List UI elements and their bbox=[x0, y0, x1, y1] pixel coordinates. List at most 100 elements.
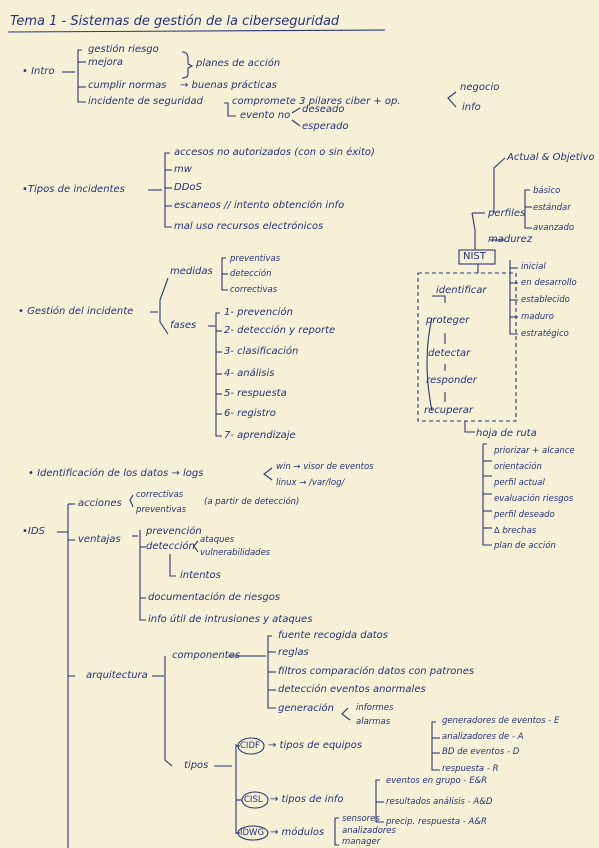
intro-item: cumplir normas bbox=[88, 80, 167, 91]
ident-label: • Identificación de los datos → logs bbox=[28, 468, 204, 479]
gestion-medidas: medidas bbox=[170, 266, 213, 277]
gestion-fase: 3- clasificación bbox=[224, 346, 299, 357]
nist-madurez-item: en desarrollo bbox=[521, 278, 577, 288]
ids-cisl-item: eventos en grupo - E&R bbox=[386, 776, 488, 786]
ids-documentacion: documentación de riesgos bbox=[148, 592, 281, 603]
ids-accion: correctivas bbox=[136, 490, 184, 500]
nist-madurez-item: maduro bbox=[521, 312, 554, 322]
gestion-fase: 6- registro bbox=[224, 408, 276, 419]
nist-step: proteger bbox=[426, 315, 470, 326]
ids-cidf-item: analizadores de - A bbox=[442, 732, 524, 742]
ids-arquitectura: arquitectura bbox=[86, 670, 148, 681]
nist-step: recuperar bbox=[424, 405, 473, 416]
nist-hoja-item: orientación bbox=[494, 462, 542, 472]
nist-hoja: hoja de ruta bbox=[476, 428, 537, 439]
ids-idwg-arrow: → módulos bbox=[270, 827, 325, 838]
ids-cidf-item: BD de eventos - D bbox=[442, 747, 520, 757]
intro-evento: evento no bbox=[240, 110, 291, 121]
ids-componente: detección eventos anormales bbox=[278, 684, 426, 695]
intro-item: mejora bbox=[88, 57, 124, 68]
ids-idwg: IDWG bbox=[240, 828, 265, 838]
nist-step: detectar bbox=[428, 348, 471, 359]
nist-step: responder bbox=[426, 375, 477, 386]
ids-prevencion: prevención bbox=[146, 526, 202, 537]
ids-cidf-arrow: → tipos de equipos bbox=[268, 740, 363, 751]
intro-planes: planes de acción bbox=[196, 58, 281, 69]
nist-hoja-item: plan de acción bbox=[494, 541, 556, 551]
ids-idwg-item: manager bbox=[342, 837, 381, 847]
ids-idwg-item: analizadores bbox=[342, 826, 396, 836]
page-title: Tema 1 - Sistemas de gestión de la ciber… bbox=[10, 14, 340, 29]
intro-deseado: deseado bbox=[302, 104, 345, 115]
nist-madurez: madurez bbox=[488, 234, 533, 245]
gestion-fase: 1- prevención bbox=[224, 307, 293, 318]
intro-label: • Intro bbox=[22, 66, 55, 77]
nist-hoja-item: perfil actual bbox=[494, 478, 545, 488]
ids-vulnerabilidades: vulnerabilidades bbox=[200, 548, 271, 558]
ids-cisl-arrow: → tipos de info bbox=[270, 794, 344, 805]
nist-hoja-item: priorizar + alcance bbox=[494, 446, 575, 456]
intro-buenas: → buenas prácticas bbox=[180, 80, 277, 91]
ids-cisl: CISL bbox=[244, 795, 263, 805]
ids-informes: informes bbox=[356, 703, 394, 713]
ids-idwg-item: sensores bbox=[342, 814, 380, 824]
tipos-item: mw bbox=[174, 164, 192, 175]
intro-info: info bbox=[462, 102, 481, 113]
ids-intentos: intentos bbox=[180, 570, 221, 581]
ids-acciones: acciones bbox=[78, 498, 122, 509]
nist-perfil-item: básico bbox=[533, 186, 561, 196]
tipos-item: mal uso recursos electrónicos bbox=[174, 221, 324, 232]
intro-negocio: negocio bbox=[460, 82, 500, 93]
nist-hoja-item: ∆ brechas bbox=[494, 526, 537, 536]
nist-label: NIST bbox=[463, 251, 486, 262]
nist-perfiles: perfiles bbox=[488, 208, 526, 219]
ids-componentes: componentes bbox=[172, 650, 240, 661]
gestion-fase: 2- detección y reporte bbox=[224, 325, 336, 336]
ids-cidf: CIDF bbox=[240, 741, 260, 751]
tipos-item: DDoS bbox=[174, 182, 202, 193]
ids-componente: generación bbox=[278, 703, 334, 714]
ids-componente: reglas bbox=[278, 647, 309, 658]
nist-hoja-item: perfil deseado bbox=[494, 510, 555, 520]
ids-acciones-note: (a partir de detección) bbox=[204, 497, 300, 507]
tipos-label: •Tipos de incidentes bbox=[22, 184, 125, 195]
ids-cidf-item: generadores de eventos - E bbox=[442, 716, 560, 726]
nist-perfil-item: avanzado bbox=[533, 223, 575, 233]
intro-compromete: compromete 3 pilares ciber + op. bbox=[232, 96, 401, 107]
intro-item: incidente de seguridad bbox=[88, 96, 203, 107]
intro-esperado: esperado bbox=[302, 121, 349, 132]
nist-perfil-item: estándar bbox=[533, 203, 571, 213]
ids-cidf-item: respuesta - R bbox=[442, 764, 499, 774]
nist-madurez-item: estratégico bbox=[521, 329, 569, 339]
nist-madurez-item: establecido bbox=[521, 295, 570, 305]
ids-ataques: ataques bbox=[200, 535, 235, 545]
ids-componente: fuente recogida datos bbox=[278, 630, 388, 641]
gestion-fases: fases bbox=[170, 320, 197, 331]
ids-tipos: tipos bbox=[184, 760, 209, 771]
nist-actual: Actual & Objetivo bbox=[507, 152, 595, 163]
gestion-label: • Gestión del incidente bbox=[18, 306, 134, 317]
gestion-fase: 7- aprendizaje bbox=[224, 430, 296, 441]
tipos-item: escaneos // intento obtención info bbox=[174, 200, 345, 211]
intro-item: gestión riesgo bbox=[88, 44, 159, 55]
ids-deteccion: detección bbox=[146, 541, 195, 552]
ids-componente: filtros comparación datos con patrones bbox=[278, 666, 475, 677]
nist-hoja-item: evaluación riesgos bbox=[494, 494, 574, 504]
ids-cisl-item: precip. respuesta - A&R bbox=[386, 817, 487, 827]
ids-ventajas: ventajas bbox=[78, 534, 121, 545]
ids-info-util: info útil de intrusiones y ataques bbox=[148, 614, 313, 625]
ids-label: •IDS bbox=[22, 526, 45, 537]
ids-alarmas: alarmas bbox=[356, 717, 391, 727]
ids-cisl-item: resultados análisis - A&D bbox=[386, 797, 493, 807]
gestion-fase: 5- respuesta bbox=[224, 388, 287, 399]
gestion-medida: preventivas bbox=[230, 254, 281, 264]
gestion-fase: 4- análisis bbox=[224, 368, 275, 379]
gestion-medida: correctivas bbox=[230, 285, 278, 295]
gestion-medida: detección bbox=[230, 269, 272, 279]
tipos-item: accesos no autorizados (con o sin éxito) bbox=[174, 147, 375, 158]
nist-madurez-item: inicial bbox=[521, 262, 546, 272]
ident-win: win → visor de eventos bbox=[276, 462, 374, 472]
nist-step: identificar bbox=[436, 285, 487, 296]
